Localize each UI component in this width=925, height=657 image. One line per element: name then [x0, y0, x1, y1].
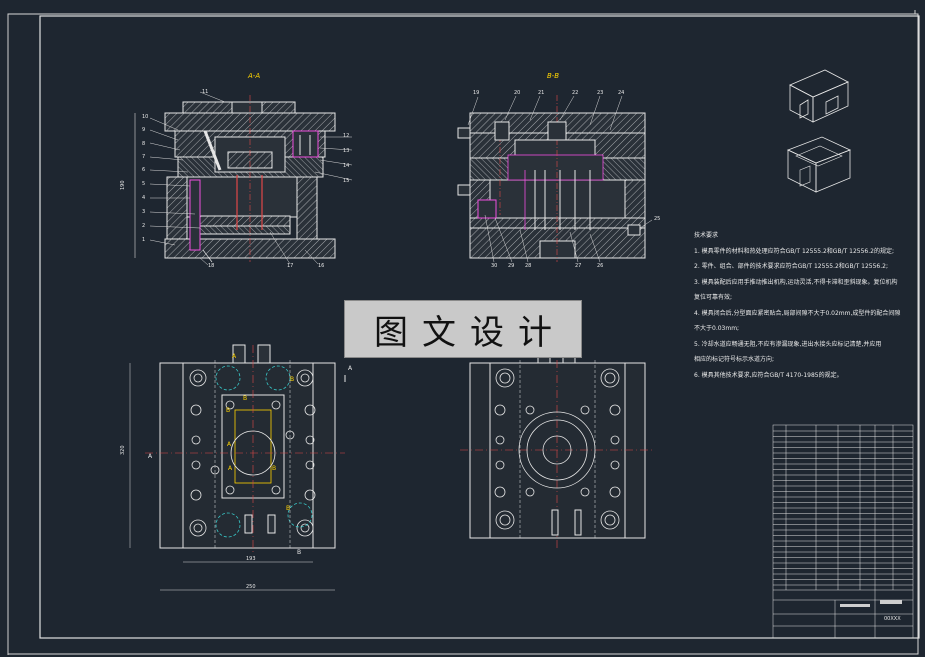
- aa-part-number: 5: [142, 181, 145, 187]
- bb-part-number: 19: [473, 90, 479, 96]
- aa-part-number: 6: [142, 167, 145, 173]
- section-path-mark-a: A: [228, 465, 233, 472]
- bb-part-number: 23: [597, 90, 603, 96]
- plan-inner-width-dimension: 193: [246, 556, 256, 562]
- note-line: 2. 零件、组合、部件的技术要求应符合GB/T 12555.2和GB/T 125…: [694, 263, 888, 270]
- section-path-mark-b: B: [226, 407, 230, 414]
- section-path-mark-a: A: [232, 353, 237, 360]
- aa-part-number: 10: [142, 114, 148, 120]
- bb-part-number: 28: [525, 263, 531, 269]
- aa-part-number: 2: [142, 223, 145, 229]
- section-mark-a: A: [148, 453, 153, 460]
- isometric-part-views: [786, 69, 852, 193]
- plan-height-dimension: 320: [120, 445, 126, 455]
- bb-part-number: 22: [572, 90, 578, 96]
- aa-part-number: 13: [343, 148, 349, 154]
- parts-list-table: [772, 424, 914, 639]
- note-line: 1. 模具零件的材料和热处理应符合GB/T 12555.2和GB/T 12556…: [694, 247, 894, 255]
- section-path-mark-b: B: [272, 465, 276, 472]
- note-line: 6. 模具其他技术要求,应符合GB/T 4170-1985的规定。: [694, 371, 843, 379]
- bb-part-number: 20: [514, 90, 520, 96]
- aa-part-number: 17: [287, 263, 293, 269]
- note-line: 相应的标记符号标示水道方向;: [694, 356, 775, 363]
- bb-part-number: 25: [654, 216, 660, 222]
- aa-part-number: 11: [202, 89, 208, 95]
- aa-part-number: 16: [318, 263, 324, 269]
- bb-part-number: 30: [491, 263, 497, 269]
- bb-view-title: B-B: [547, 72, 559, 80]
- aa-part-number: 12: [343, 133, 349, 139]
- aa-part-number: 14: [343, 163, 349, 169]
- aa-part-number: 1: [142, 237, 145, 243]
- section-mark-a: A: [348, 365, 353, 372]
- section-path-mark-b: B: [243, 395, 247, 402]
- plan-view-moving-half: A A B A B B B A B B A 320 193 250: [120, 344, 353, 591]
- section-view-aa: A-A 190: [120, 72, 353, 269]
- aa-view-title: A-A: [247, 72, 260, 80]
- section-mark-b: B: [297, 549, 301, 556]
- note-line: 4. 模具闭合后,分型面应紧密贴合,局部间隙不大于0.02mm,成型件的配合间隙: [694, 309, 901, 317]
- aa-part-number: 9: [142, 127, 145, 133]
- note-line: 不大于0.03mm;: [694, 325, 740, 332]
- section-path-mark-a: A: [227, 441, 232, 448]
- aa-part-number: 15: [343, 178, 349, 184]
- watermark-banner: 图文设计: [344, 300, 582, 358]
- aa-part-number: 4: [142, 195, 145, 201]
- bb-part-number: 24: [618, 90, 624, 96]
- bb-part-number: 27: [575, 263, 581, 269]
- inner-frame: [39, 15, 920, 639]
- section-view-bb: B-B 1: [457, 72, 660, 269]
- note-line: 3. 模具装配后应用手推动推出机构,运动灵活,不得卡滞和歪斜现象。复位机构: [694, 278, 898, 286]
- aa-part-number: 7: [142, 154, 145, 160]
- watermark-text: 图文设计: [374, 312, 566, 353]
- bb-part-number: 26: [597, 263, 603, 269]
- section-path-mark-b: B: [286, 505, 290, 512]
- aa-part-number: 3: [142, 209, 145, 215]
- bb-part-number: 21: [538, 90, 544, 96]
- aa-part-number: 8: [142, 141, 145, 147]
- bb-part-number: 29: [508, 263, 514, 269]
- plan-view-fixed-half: [460, 344, 655, 550]
- aa-height-dimension: 190: [120, 180, 126, 190]
- note-line: 5. 冷却水道应畅通无阻,不应有渗漏现象,进出水接头应标记清楚,并应用: [694, 340, 882, 348]
- technical-requirements: 技术要求 1. 模具零件的材料和热处理应符合GB/T 12555.2和GB/T …: [694, 228, 901, 383]
- plan-outer-width-dimension: 250: [246, 584, 256, 590]
- aa-part-number: 18: [208, 263, 214, 269]
- notes-heading: 技术要求: [694, 232, 719, 239]
- note-line: 复位可靠有效;: [694, 294, 733, 301]
- drawing-number: 00XXX: [884, 616, 901, 622]
- section-path-mark-b: B: [290, 376, 294, 383]
